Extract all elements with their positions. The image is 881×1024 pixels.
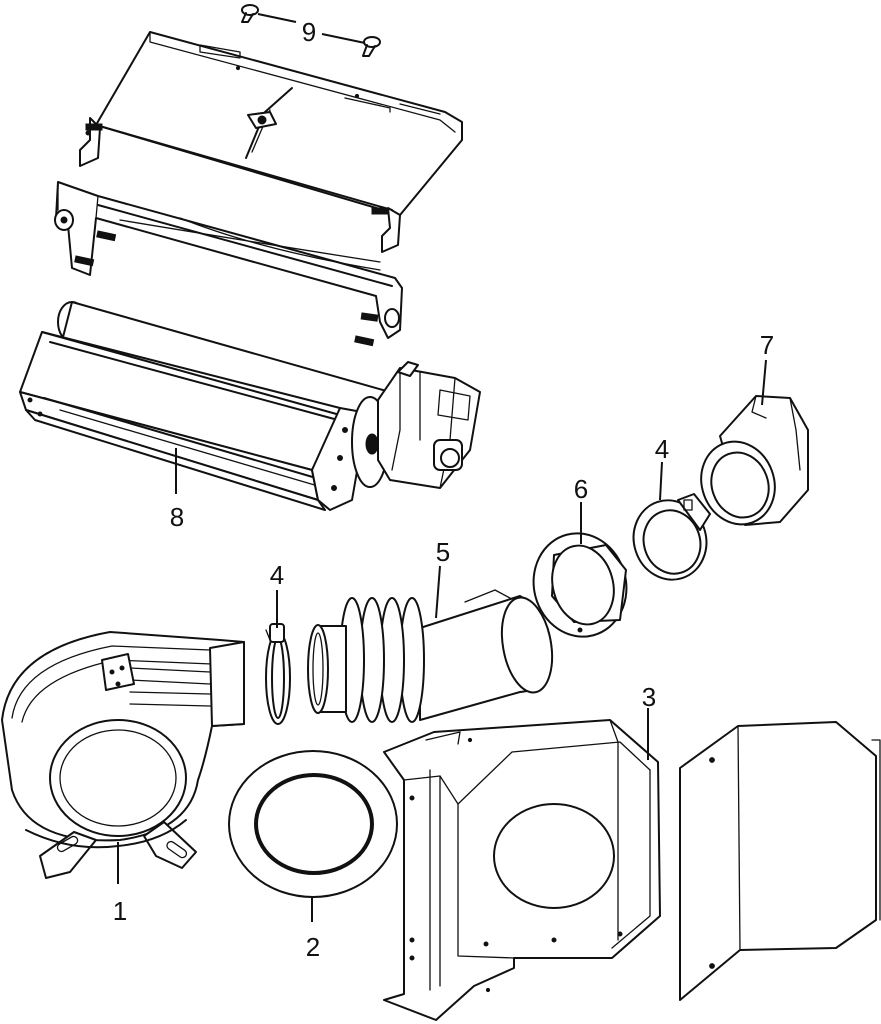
part-4-clamp-upper <box>632 461 711 581</box>
callout-4-lower: 4 <box>270 560 284 590</box>
callout-9: 9 <box>302 17 316 47</box>
callout-5: 5 <box>436 537 450 567</box>
callout-2: 2 <box>306 932 320 962</box>
part-2-gasket <box>228 750 398 922</box>
blower-motor <box>351 361 481 489</box>
mounting-bracket <box>54 181 403 347</box>
callout-7: 7 <box>760 330 774 360</box>
part-7-elbow <box>700 359 809 526</box>
callout-8: 8 <box>170 502 184 532</box>
part-5-flex-hose <box>307 565 554 723</box>
leader-5 <box>435 565 441 619</box>
part-1-fan-housing <box>1 631 245 884</box>
screw-left <box>241 4 259 23</box>
part-9-screws <box>241 4 381 57</box>
side-shield-panel <box>679 721 881 1001</box>
part-3-mounting-plate <box>383 708 661 1021</box>
part-4-clamp-lower <box>265 590 291 725</box>
callout-6: 6 <box>574 474 588 504</box>
leader-9-left <box>257 13 297 23</box>
callout-labels: 9 7 4 6 8 5 4 3 1 2 <box>113 17 774 962</box>
leader-7 <box>761 359 767 406</box>
callout-3: 3 <box>642 682 656 712</box>
screw-right <box>362 36 381 57</box>
callout-4-upper: 4 <box>655 434 669 464</box>
part-6-collar <box>532 502 628 638</box>
top-cover-panel <box>79 31 463 253</box>
leader-4-upper <box>659 461 663 501</box>
part-8-blower-assembly <box>19 301 481 511</box>
leader-9-right <box>321 33 366 44</box>
callout-1: 1 <box>113 896 127 926</box>
